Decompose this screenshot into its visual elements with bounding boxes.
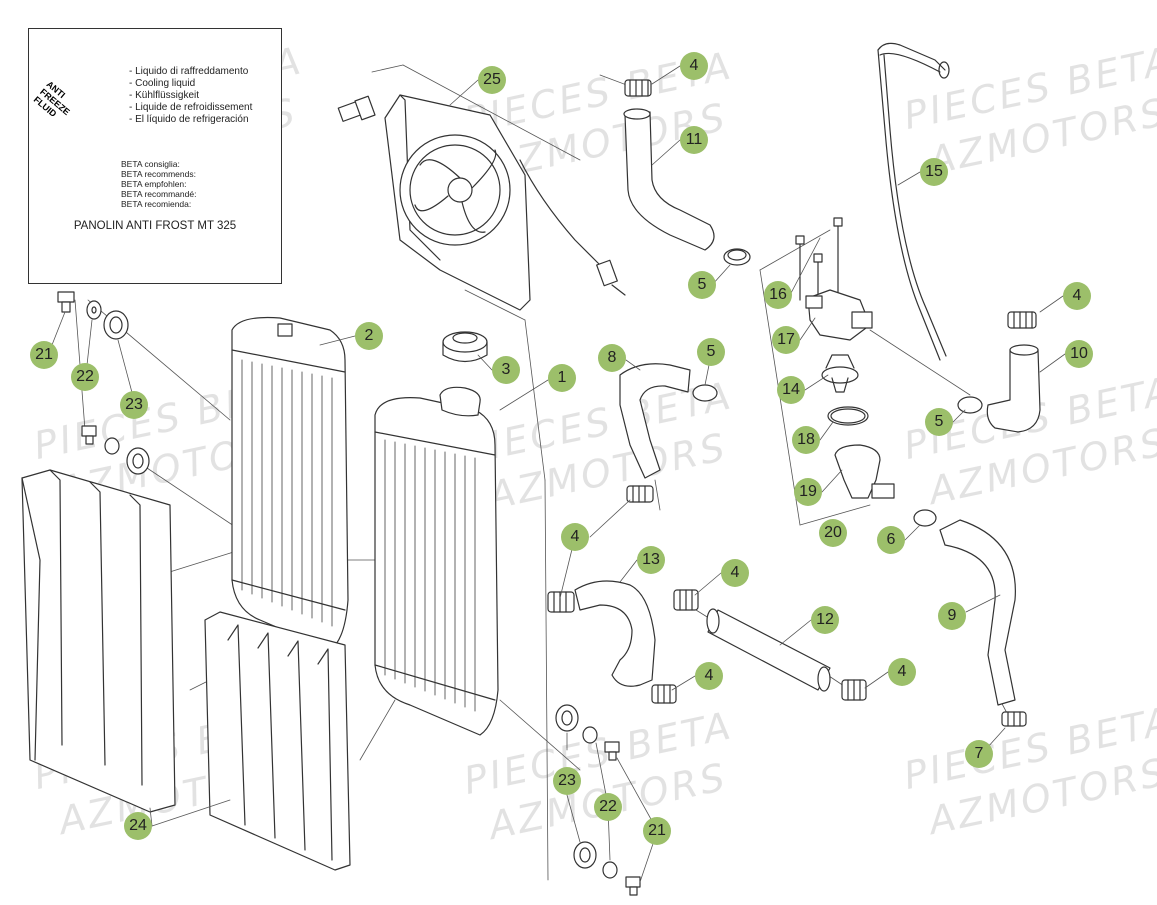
language-item: - Cooling liquid xyxy=(129,78,196,89)
grommet-23 xyxy=(103,310,129,340)
callout-badge[interactable]: 15 xyxy=(920,158,948,186)
hose-12 xyxy=(706,608,831,692)
hose-9 xyxy=(939,519,1016,706)
callout-badge[interactable]: 14 xyxy=(777,376,805,404)
recommend-item: BETA recomienda: xyxy=(121,199,192,209)
fan-bolt xyxy=(337,95,376,122)
o-ring-18 xyxy=(827,406,869,426)
radiator-grille-right xyxy=(204,611,351,871)
hose-ring xyxy=(913,509,937,527)
product-name: PANOLIN ANTI FROST MT 325 xyxy=(73,220,237,232)
callout-badge[interactable]: 22 xyxy=(594,793,622,821)
hose-ring xyxy=(723,248,751,266)
language-item: - Liquido di raffreddamento xyxy=(129,66,249,77)
recommend-item: BETA recommends: xyxy=(121,169,196,179)
callout-badge[interactable]: 11 xyxy=(680,126,708,154)
language-item: - Kühlflüssigkeit xyxy=(129,90,200,101)
radiator-right xyxy=(374,386,499,736)
recommend-item: BETA recommandé: xyxy=(121,189,197,199)
callout-badge[interactable]: 4 xyxy=(1063,282,1091,310)
language-item: - El líquido de refrigeración xyxy=(129,114,249,125)
callout-badge[interactable]: 12 xyxy=(811,606,839,634)
thermostat-housing-17 xyxy=(805,289,873,341)
callout-badge[interactable]: 5 xyxy=(925,408,953,436)
overflow-pipe-15 xyxy=(877,42,950,361)
hose-clamp xyxy=(841,679,867,701)
callout-badge[interactable]: 4 xyxy=(695,662,723,690)
can-label: ANTI FREEZE FLUID xyxy=(32,79,78,125)
recommendation-list: BETA consiglia: BETA recommends: BETA em… xyxy=(121,159,196,209)
thermostat-cover-19 xyxy=(834,444,895,499)
grommet-23 xyxy=(573,841,597,869)
callout-badge[interactable]: 23 xyxy=(553,767,581,795)
hose-13 xyxy=(574,580,656,687)
callout-badge[interactable]: 4 xyxy=(680,52,708,80)
callout-badge[interactable]: 21 xyxy=(643,817,671,845)
radiator-louver-left xyxy=(21,469,176,813)
callout-badge[interactable]: 19 xyxy=(794,478,822,506)
callout-badge[interactable]: 3 xyxy=(492,356,520,384)
hose-ring xyxy=(692,384,718,402)
callout-badge[interactable]: 25 xyxy=(478,66,506,94)
hose-clamp xyxy=(1007,311,1037,329)
bolt-21 xyxy=(604,741,620,761)
bolt-21 xyxy=(81,425,97,445)
radiator-cap xyxy=(442,331,488,363)
washer-22 xyxy=(582,726,598,744)
recommend-item: BETA consiglia: xyxy=(121,159,180,169)
callout-badge[interactable]: 16 xyxy=(764,281,792,309)
hose-clamp xyxy=(651,684,677,704)
grommet-23 xyxy=(555,704,579,732)
callout-badge[interactable]: 10 xyxy=(1065,340,1093,368)
callout-badge[interactable]: 6 xyxy=(877,526,905,554)
callout-badge[interactable]: 23 xyxy=(120,391,148,419)
hose-clamp xyxy=(673,589,699,611)
callout-badge[interactable]: 4 xyxy=(888,658,916,686)
callout-badge[interactable]: 22 xyxy=(71,363,99,391)
callout-badge[interactable]: 13 xyxy=(637,546,665,574)
callout-badge[interactable]: 8 xyxy=(598,344,626,372)
hose-10 xyxy=(986,344,1041,433)
callout-badge[interactable]: 4 xyxy=(721,559,749,587)
washer-22 xyxy=(602,861,618,879)
callout-badge[interactable]: 1 xyxy=(548,364,576,392)
cooling-fan xyxy=(384,94,626,311)
hose-clamp xyxy=(547,591,575,613)
thermostat-screws xyxy=(795,217,843,301)
hose-8 xyxy=(619,363,691,479)
hose-clamp xyxy=(1001,711,1027,727)
washer-22 xyxy=(104,437,120,455)
callout-badge[interactable]: 7 xyxy=(965,740,993,768)
callout-badge[interactable]: 4 xyxy=(561,523,589,551)
hose-clamp xyxy=(626,485,654,503)
hose-ring xyxy=(957,396,983,414)
recommend-item: BETA empfohlen: xyxy=(121,179,187,189)
thermostat-14 xyxy=(821,354,859,393)
callout-badge[interactable]: 18 xyxy=(792,426,820,454)
coolant-language-list: - Liquido di raffreddamento - Cooling li… xyxy=(129,66,252,126)
grommet-23 xyxy=(126,447,150,475)
callout-badge[interactable]: 17 xyxy=(772,326,800,354)
antifreeze-info-box: ANTI FREEZE FLUID - Liquido di raffredda… xyxy=(28,28,282,284)
callout-badge[interactable]: 21 xyxy=(30,341,58,369)
callout-badge[interactable]: 20 xyxy=(819,519,847,547)
bolt-21 xyxy=(57,291,75,313)
callout-badge[interactable]: 9 xyxy=(938,602,966,630)
hose-11 xyxy=(623,108,715,251)
radiator-left xyxy=(231,316,349,651)
callout-badge[interactable]: 5 xyxy=(697,338,725,366)
callout-badge[interactable]: 24 xyxy=(124,812,152,840)
washer-22 xyxy=(86,300,102,320)
language-item: - Liquide de refroidissement xyxy=(129,102,253,113)
hose-clamp xyxy=(624,79,652,97)
bolt-21 xyxy=(625,876,641,896)
callout-badge[interactable]: 2 xyxy=(355,322,383,350)
callout-badge[interactable]: 5 xyxy=(688,271,716,299)
